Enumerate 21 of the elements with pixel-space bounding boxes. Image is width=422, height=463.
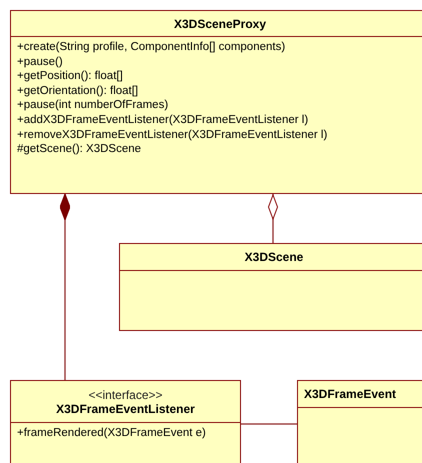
class-name: X3DSceneProxy [174, 16, 266, 30]
class-box [10, 380, 241, 463]
composition-connector [60, 194, 70, 380]
method-signature: +create(String profile, ComponentInfo[] components) [17, 40, 286, 55]
method-signature: +getOrientation(): float[] [17, 84, 140, 98]
association-line [241, 423, 297, 425]
method-signature: +pause() [17, 54, 64, 70]
class-name: X3DFrameEventListener [56, 402, 195, 416]
class-box [119, 243, 422, 331]
class-name: X3DFrameEvent [304, 387, 396, 401]
stereotype-label: <<interface>> [88, 388, 163, 402]
method-signature: +pause(int numberOfFrames) [17, 98, 170, 113]
method-signature: +addX3DFrameEventListener(X3DFrameEventListener l) [17, 112, 310, 128]
method-signature: +frameRendered(X3DFrameEvent e) [17, 426, 207, 441]
class-name: X3DScene [244, 250, 304, 264]
method-signature: +removeX3DFrameEventListener(X3DFrameEventListener l) [17, 128, 328, 142]
aggregation-connector [268, 194, 278, 243]
method-signature: +getPosition(): float[] [17, 69, 124, 84]
class-box [297, 380, 422, 463]
method-signature: #getScene(): X3DScene [17, 142, 142, 157]
class-box [10, 10, 422, 194]
